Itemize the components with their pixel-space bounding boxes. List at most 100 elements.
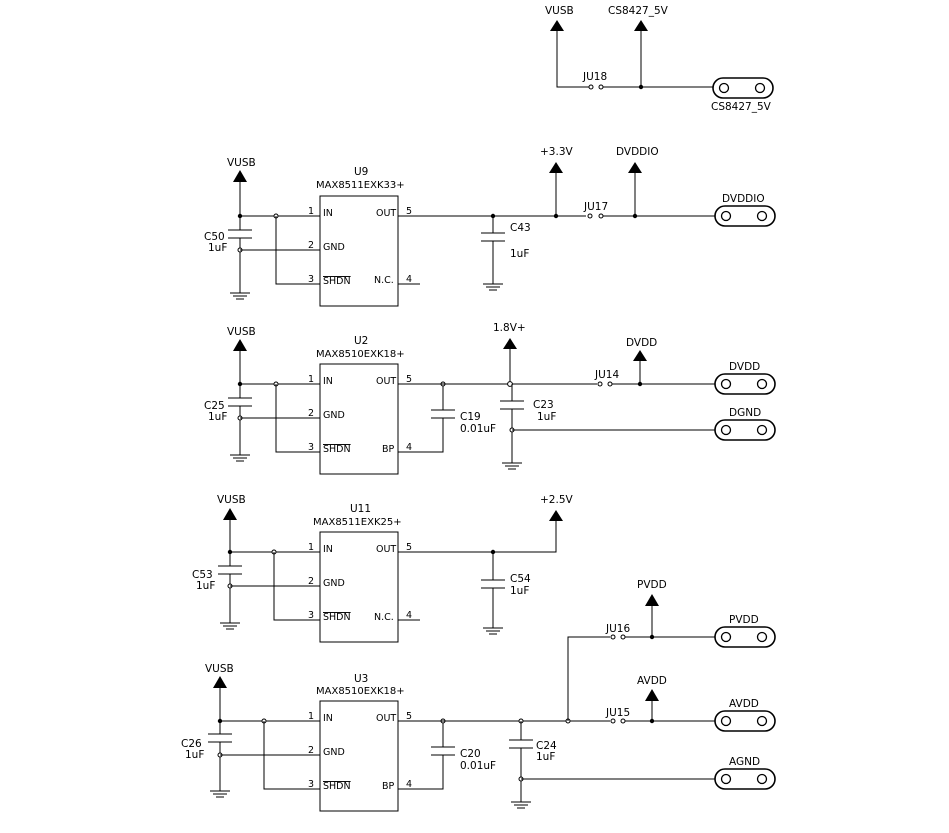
u3-vusb-label: VUSB bbox=[205, 663, 234, 675]
svg-text:3: 3 bbox=[308, 274, 314, 285]
c19-capacitor bbox=[431, 409, 455, 419]
vusb-power-arrow bbox=[550, 20, 564, 31]
u3-ground-symbol bbox=[210, 790, 230, 798]
u2-pin-gnd: GND bbox=[323, 410, 345, 421]
c25-ref: C25 bbox=[204, 400, 225, 412]
c23-ground-symbol bbox=[502, 462, 522, 470]
dvddio-terminal-label: DVDDIO bbox=[722, 193, 765, 205]
cs8427-terminal-label: CS8427_5V bbox=[711, 101, 772, 113]
jumper-ju14[interactable]: JU14 bbox=[594, 369, 619, 381]
u2-ref: U2 bbox=[354, 335, 368, 347]
c53-ref: C53 bbox=[192, 569, 213, 581]
u11-ground-symbol bbox=[220, 622, 240, 630]
c54-capacitor bbox=[481, 579, 505, 589]
u2-section: VUSB C25 1uF U2 MAX8510EXK18+ 1 IN 2 GND… bbox=[204, 322, 776, 475]
u9-vusb-arrow bbox=[233, 170, 247, 182]
c43-value: 1uF bbox=[510, 248, 529, 260]
u9-vusb-label: VUSB bbox=[227, 157, 256, 169]
plus-2v5-label: +2.5V bbox=[540, 494, 573, 506]
jumper-ju18[interactable]: JU18 bbox=[582, 71, 607, 83]
c53-value: 1uF bbox=[196, 580, 215, 592]
u3-pin-out: OUT bbox=[376, 713, 396, 724]
svg-text:1: 1 bbox=[308, 374, 314, 385]
c50-ref: C50 bbox=[204, 231, 225, 243]
u9-pin-out: OUT bbox=[376, 208, 396, 219]
u11-section: VUSB C53 1uF U11 MAX8511EXK25+ 1 IN 2 GN… bbox=[192, 494, 573, 643]
dgnd-terminal[interactable] bbox=[714, 419, 776, 441]
c43-capacitor bbox=[481, 232, 505, 242]
dvddio-net-label: DVDDIO bbox=[616, 146, 659, 158]
svg-text:4: 4 bbox=[406, 274, 412, 285]
u9-pin-gnd: GND bbox=[323, 242, 345, 253]
u3-vusb-arrow bbox=[213, 676, 227, 688]
avdd-terminal[interactable] bbox=[714, 710, 776, 732]
u2-chip bbox=[319, 363, 399, 475]
u11-vusb-arrow bbox=[223, 508, 237, 520]
u3-chip bbox=[319, 700, 399, 812]
u9-part-number: MAX8511EXK33+ bbox=[316, 180, 405, 191]
c24-ground-symbol bbox=[511, 801, 531, 809]
c23-ref: C23 bbox=[533, 399, 554, 411]
dvddio-terminal[interactable] bbox=[714, 205, 776, 227]
svg-text:1: 1 bbox=[308, 542, 314, 553]
c26-value: 1uF bbox=[185, 749, 204, 761]
dvdd-terminal-label: DVDD bbox=[729, 361, 760, 373]
svg-text:3: 3 bbox=[308, 442, 314, 453]
dvddio-arrow bbox=[628, 162, 642, 173]
u9-pin-in: IN bbox=[323, 208, 333, 219]
c26-ref: C26 bbox=[181, 738, 202, 750]
u9-pin-shdn: SHDN bbox=[323, 276, 351, 287]
svg-text:5: 5 bbox=[406, 206, 412, 217]
agnd-terminal[interactable] bbox=[714, 768, 776, 790]
u11-pin-in: IN bbox=[323, 544, 333, 555]
c24-capacitor bbox=[509, 739, 533, 749]
c53-capacitor bbox=[218, 565, 242, 575]
u3-section: VUSB C26 1uF U3 MAX8510EXK18+ 1 IN 2 GND… bbox=[181, 579, 776, 812]
svg-text:5: 5 bbox=[406, 711, 412, 722]
dvdd-net-label: DVDD bbox=[626, 337, 657, 349]
c25-capacitor bbox=[228, 397, 252, 407]
plus-3v3-arrow bbox=[549, 162, 563, 173]
cs8427-terminal[interactable] bbox=[712, 77, 774, 99]
jumper-ju16[interactable]: JU16 bbox=[605, 623, 630, 635]
c20-ref: C20 bbox=[460, 748, 481, 760]
svg-text:5: 5 bbox=[406, 374, 412, 385]
c26-capacitor bbox=[208, 733, 232, 743]
avdd-net-label: AVDD bbox=[637, 675, 667, 687]
cs8427-power-arrow bbox=[634, 20, 648, 31]
agnd-terminal-label: AGND bbox=[729, 756, 760, 768]
plus-3v3-label: +3.3V bbox=[540, 146, 573, 158]
jumper-ju17[interactable]: JU17 bbox=[583, 201, 608, 213]
u11-ref: U11 bbox=[350, 503, 371, 515]
u2-part-number: MAX8510EXK18+ bbox=[316, 349, 405, 360]
u11-chip bbox=[319, 531, 399, 643]
c54-value: 1uF bbox=[510, 585, 529, 597]
u2-ground-symbol bbox=[230, 454, 250, 462]
u2-vusb-label: VUSB bbox=[227, 326, 256, 338]
svg-text:2: 2 bbox=[308, 408, 314, 419]
u2-vusb-arrow bbox=[233, 339, 247, 351]
c50-capacitor bbox=[228, 229, 252, 239]
jumper-ju15[interactable]: JU15 bbox=[605, 707, 630, 719]
pvdd-terminal[interactable] bbox=[714, 626, 776, 648]
c24-value: 1uF bbox=[536, 751, 555, 763]
svg-text:1: 1 bbox=[308, 206, 314, 217]
c25-value: 1uF bbox=[208, 411, 227, 423]
c54-ground-symbol bbox=[483, 627, 503, 635]
u11-pin-shdn: SHDN bbox=[323, 612, 351, 623]
c50-value: 1uF bbox=[208, 242, 227, 254]
svg-text:2: 2 bbox=[308, 745, 314, 756]
dvdd-terminal[interactable] bbox=[714, 373, 776, 395]
u11-pin-nc: N.C. bbox=[374, 612, 394, 623]
svg-text:4: 4 bbox=[406, 442, 412, 453]
c20-capacitor bbox=[431, 746, 455, 756]
u11-pin-gnd: GND bbox=[323, 578, 345, 589]
c23-capacitor bbox=[500, 400, 524, 410]
cs8427-section: VUSB CS8427_5V JU18 CS8427_5V bbox=[545, 5, 774, 113]
u3-part-number: MAX8510EXK18+ bbox=[316, 686, 405, 697]
svg-text:2: 2 bbox=[308, 240, 314, 251]
pvdd-net-label: PVDD bbox=[637, 579, 667, 591]
svg-text:3: 3 bbox=[308, 779, 314, 790]
svg-text:2: 2 bbox=[308, 576, 314, 587]
u3-pin-gnd: GND bbox=[323, 747, 345, 758]
